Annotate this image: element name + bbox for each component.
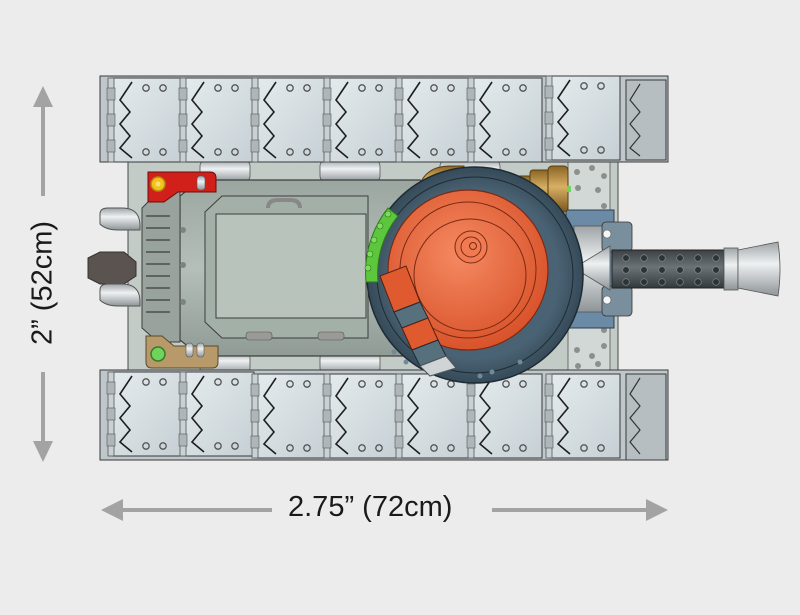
turret-steps <box>379 265 457 377</box>
tan-plate <box>145 335 219 369</box>
turret <box>364 166 584 384</box>
arrow-up-icon <box>33 86 53 107</box>
muzzle <box>737 241 781 297</box>
track-bottom <box>99 369 669 461</box>
green-button-icon <box>150 346 166 362</box>
width-dimension-label: 2.75” (72cm) <box>280 491 461 524</box>
red-plate <box>147 171 217 203</box>
rear-hatch <box>87 251 137 285</box>
track-top <box>99 75 669 163</box>
height-dimension-label: 2” (52cm) <box>26 212 60 354</box>
exhaust-pipe-bottom <box>99 283 141 307</box>
arrow-left-icon <box>101 499 123 521</box>
width-dimension-arrow <box>101 499 668 521</box>
gun-barrel <box>611 241 781 297</box>
exhaust-pipe-top <box>99 207 141 231</box>
height-dimension-arrow <box>33 86 53 462</box>
arrow-down-icon <box>33 441 53 462</box>
engine-block <box>141 191 186 343</box>
arrow-right-icon <box>646 499 668 521</box>
hull-handle <box>266 198 302 209</box>
green-ring <box>365 207 399 283</box>
